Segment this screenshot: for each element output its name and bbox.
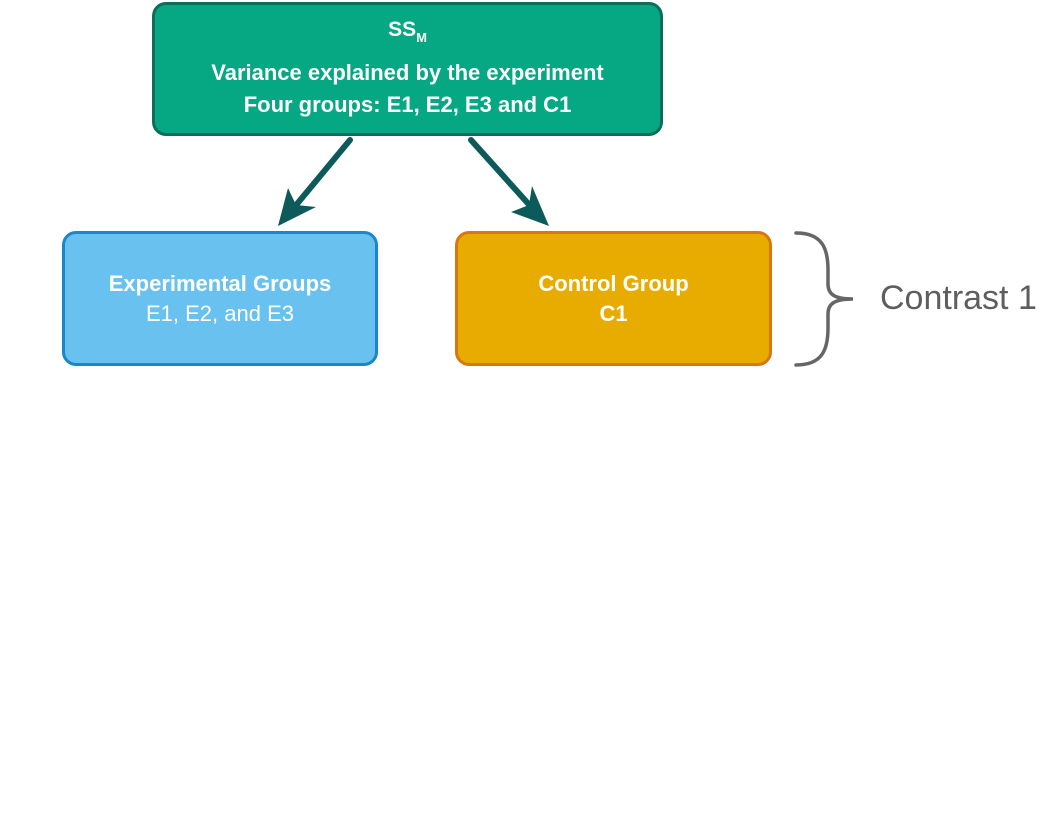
experimental-members: E1, E2, and E3 (146, 300, 294, 326)
arrowhead-experimental (278, 188, 316, 226)
contrast-brace (794, 231, 854, 367)
experimental-groups-node: Experimental Groups E1, E2, and E3 (62, 231, 378, 366)
ssm-groups: Four groups: E1, E2, E3 and C1 (243, 92, 572, 117)
arrow-to-control (468, 137, 536, 212)
control-group-node: Control Group C1 (455, 231, 772, 366)
experimental-title: Experimental Groups (108, 270, 332, 296)
ssm-description: Variance explained by the experiment (211, 60, 604, 85)
control-members: C1 (599, 300, 628, 326)
ssm-node: SSM Variance explained by the experiment… (152, 2, 663, 136)
arrow-to-experimental (289, 137, 353, 213)
control-title: Control Group (538, 270, 689, 296)
ssm-symbol: SSM (388, 18, 427, 45)
contrast-label: Contrast 1 (880, 279, 1037, 317)
arrowhead-control (511, 186, 549, 226)
